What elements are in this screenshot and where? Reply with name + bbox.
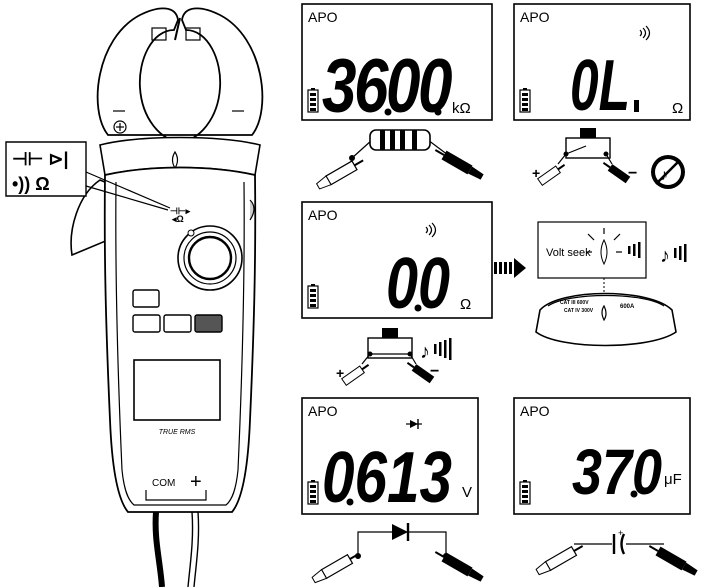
apo-label: APO — [520, 9, 550, 25]
apo-label: APO — [520, 403, 550, 419]
probe-black-icon — [434, 149, 484, 180]
no-sound-icon: ♪ — [651, 155, 685, 189]
lcd-panel-resistance: APO 3600 kΩ — [301, 3, 493, 129]
lcd-panel-open-continuity: APO 0L Ω — [513, 3, 691, 126]
function-callout: ⊣⊢ ⊳| •)) Ω — [5, 141, 171, 211]
lcd-panel-continuity: APO 00 Ω — [301, 201, 493, 324]
true-rms-label: TRUE RMS — [159, 429, 196, 436]
battery-icon — [307, 479, 319, 505]
arrow-right-icon — [494, 258, 526, 278]
callout-icons-row-2: •)) Ω — [12, 174, 50, 194]
jaw-mark-left — [151, 27, 167, 41]
svg-text:CAT III 600V: CAT III 600V — [560, 300, 589, 306]
clamp-meter: ⊣⊢▸ ◂Ω TRUE RMS COM + ⊣⊢ ⊳| •)) Ω — [5, 7, 264, 587]
svg-text:♪: ♪ — [420, 341, 430, 363]
diode-circuit — [311, 523, 484, 584]
lcd-unit: V — [462, 484, 472, 501]
svg-text:+: + — [618, 528, 623, 538]
battery-icon — [307, 283, 319, 309]
svg-text:◂Ω: ◂Ω — [171, 214, 184, 224]
svg-text:−: − — [628, 165, 637, 182]
apo-label: APO — [308, 403, 338, 419]
meter-screen — [133, 359, 221, 421]
com-label: COM — [152, 478, 175, 489]
volt-seek-illustration: Volt seek ♪ CAT III 600V CAT IV 300V 600… — [494, 221, 687, 347]
jaw-mark-right — [185, 27, 201, 41]
lcd-unit: kΩ — [452, 100, 471, 117]
svg-text:+: + — [532, 165, 540, 181]
svg-text:♪: ♪ — [660, 245, 670, 267]
svg-text:+: + — [336, 365, 344, 381]
closed-switch-circuit: + − ♪ — [336, 328, 452, 386]
beep-sound-icon: ♪ — [420, 338, 452, 363]
callout-icons-row-1: ⊣⊢ ⊳| — [12, 149, 68, 169]
lcd-unit: Ω — [672, 100, 683, 117]
apo-label: APO — [308, 9, 338, 25]
lcd-reading: 0L — [570, 46, 630, 126]
lcd-reading: 3600 — [322, 44, 452, 129]
meter-button-1[interactable] — [132, 314, 161, 333]
lcd-reading: 00 — [386, 244, 450, 324]
apo-label: APO — [308, 207, 338, 223]
battery-icon — [519, 87, 531, 113]
lcd-panel-capacitance: APO 370 μF — [513, 397, 691, 515]
meter-button-3[interactable] — [194, 314, 223, 333]
probe-red-icon — [315, 159, 364, 190]
jaw-trigger — [70, 179, 113, 257]
open-switch-circuit: + − ♪ — [532, 128, 685, 189]
svg-text:⊣⊢▸: ⊣⊢▸ — [170, 206, 191, 216]
lcd-reading: 370 — [572, 436, 662, 508]
lcd-unit: Ω — [460, 296, 471, 313]
rotary-dial[interactable] — [177, 225, 243, 291]
svg-text:600A: 600A — [620, 304, 635, 310]
diode-icon — [406, 419, 422, 429]
resistor-circuit — [315, 129, 484, 190]
lcd-unit: μF — [664, 471, 682, 488]
crosshair-mark — [113, 120, 127, 134]
svg-text:−: − — [430, 363, 439, 380]
battery-icon — [519, 479, 531, 505]
lcd-panel-diode: APO 0613 V — [301, 397, 479, 518]
capacitor-circuit: + — [535, 528, 698, 576]
volt-seek-label: Volt seek — [546, 247, 591, 259]
svg-text:CAT IV 300V: CAT IV 300V — [564, 308, 594, 314]
plus-label: + — [190, 471, 202, 493]
meter-button-top[interactable] — [132, 289, 160, 308]
lcd-reading: 0613 — [322, 438, 452, 518]
battery-icon — [307, 87, 319, 113]
meter-button-2[interactable] — [163, 314, 192, 333]
